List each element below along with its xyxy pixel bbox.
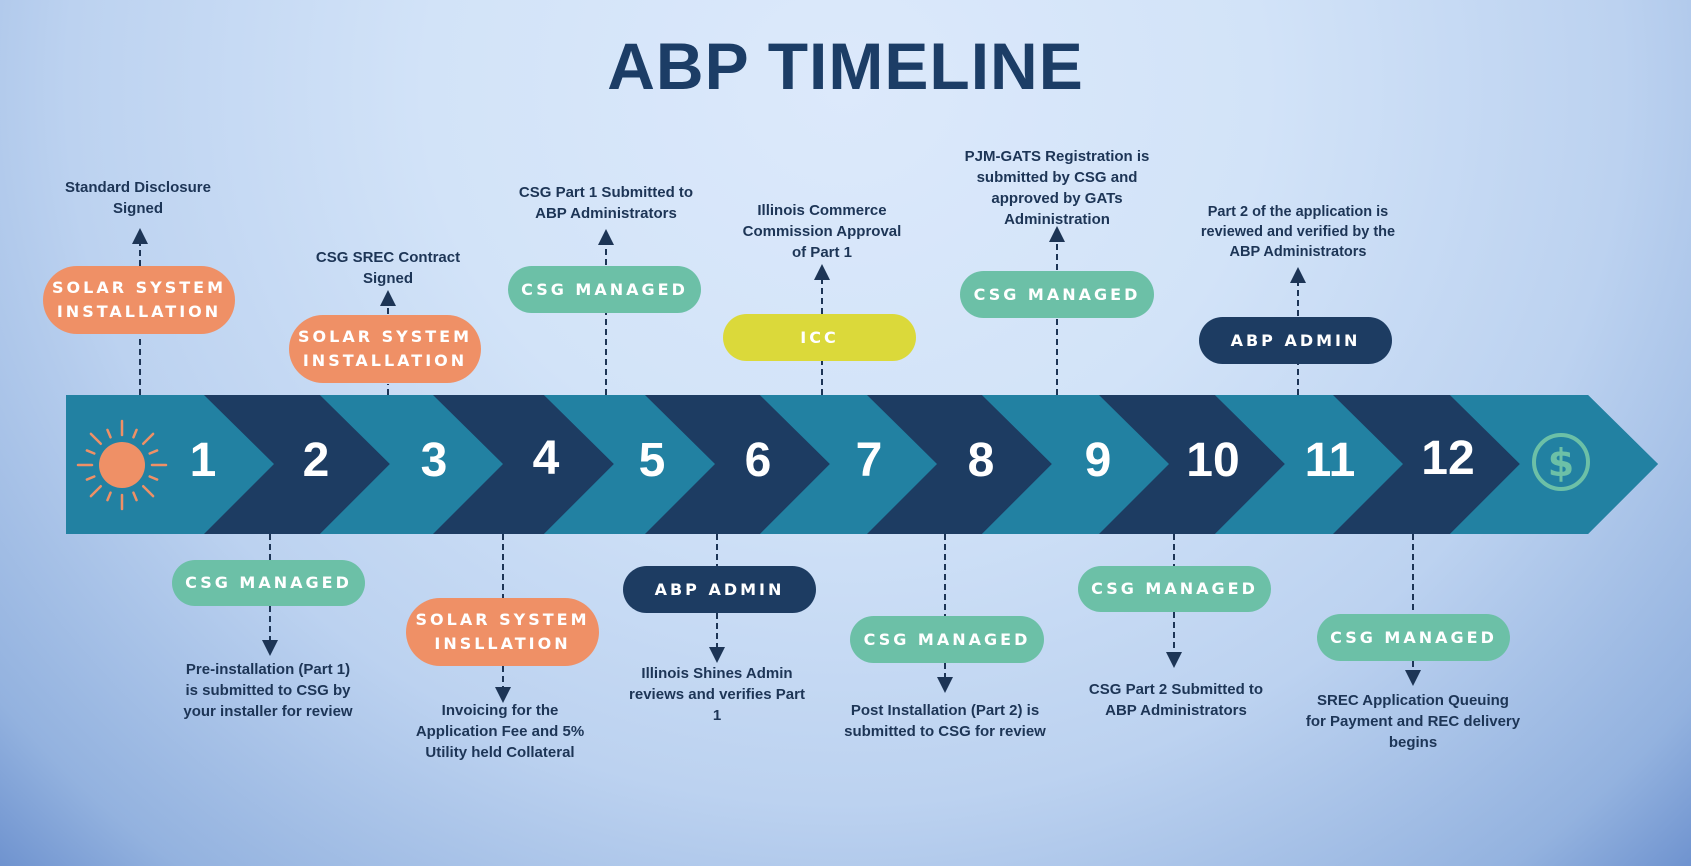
chevron-step-8 (867, 395, 1052, 534)
milestone-2-description: Pre-installation (Part 1) is submitted t… (183, 661, 353, 720)
sun-ray (132, 491, 138, 502)
sun-ray (141, 432, 155, 446)
milestone-6-tag: ABP ADMIN (623, 566, 816, 613)
milestone-6-description: Illinois Shines Admin reviews and verifi… (629, 665, 805, 724)
chevron-end (1450, 395, 1658, 534)
chevron-step-5 (544, 395, 715, 534)
milestone-12-tag: CSG MANAGED (1317, 614, 1510, 661)
step-number-8: 8 (967, 434, 995, 487)
sun-ray (89, 432, 103, 446)
milestone-1-tag: SOLAR SYSTEM INSTALLATION (43, 266, 235, 334)
chevron-step-6 (645, 395, 830, 534)
milestone-10-description: CSG Part 2 Submitted to ABP Administrato… (1088, 681, 1264, 719)
step-number-3: 3 (420, 434, 448, 487)
milestone-8-tag: CSG MANAGED (850, 616, 1044, 663)
milestone-5-description: CSG Part 1 Submitted to ABP Administrato… (518, 184, 694, 222)
step-number-2: 2 (302, 434, 330, 487)
step-number-9: 9 (1084, 434, 1112, 487)
sun-ray (106, 428, 112, 439)
chevron-step-3 (320, 395, 503, 534)
dollar-coin-icon: $ (1532, 433, 1590, 491)
step-number-1: 1 (189, 434, 217, 487)
milestone-7-description: Illinois Commerce Commission Approval of… (742, 202, 902, 261)
chevron-step-1 (66, 395, 274, 534)
milestone-10-tag: CSG MANAGED (1078, 566, 1271, 612)
milestone-9-tag: CSG MANAGED (960, 271, 1154, 318)
milestone-12-description: SREC Application Queuing for Payment and… (1305, 692, 1521, 751)
step-number-12: 12 (1421, 432, 1475, 485)
page-title: ABP TIMELINE (607, 29, 1084, 103)
sun-ray (85, 449, 96, 455)
milestone-3-description: CSG SREC Contract Signed (315, 249, 461, 287)
milestone-4-tag: SOLAR SYSTEM INSLLATION (406, 598, 599, 666)
step-number-10: 10 (1186, 434, 1240, 487)
milestone-11-description: Part 2 of the application is reviewed an… (1200, 204, 1396, 260)
sun-ray (89, 484, 103, 498)
sun-ray (148, 449, 159, 455)
milestone-2-tag: CSG MANAGED (172, 560, 365, 606)
step-number-4: 4 (532, 432, 560, 485)
step-number-6: 6 (744, 434, 772, 487)
milestone-5-tag: CSG MANAGED (508, 266, 701, 313)
chevron-step-9 (982, 395, 1169, 534)
sun-ray (141, 484, 155, 498)
milestone-9-description: PJM-GATS Registration is submitted by CS… (964, 148, 1150, 228)
sun-ray (106, 491, 112, 502)
step-number-11: 11 (1304, 434, 1356, 487)
sun-ray (132, 428, 138, 439)
dollar-glyph: $ (1548, 441, 1574, 485)
chevron-step-10 (1099, 395, 1285, 534)
chevron-step-11 (1215, 395, 1403, 534)
step-number-5: 5 (638, 434, 666, 487)
milestone-1-description: Standard Disclosure Signed (65, 179, 211, 217)
sun-ray (85, 475, 96, 481)
chevron-step-2 (204, 395, 390, 534)
milestone-7-tag: ICC (723, 314, 916, 361)
chevron-step-7 (760, 395, 937, 534)
sun-icon (76, 419, 168, 511)
sun-ray (148, 475, 159, 481)
milestone-11-tag: ABP ADMIN (1199, 317, 1392, 364)
milestone-4-description: Invoicing for the Application Fee and 5%… (415, 702, 585, 761)
sun-disc (99, 442, 145, 488)
chevron-step-12 (1333, 395, 1520, 534)
step-number-7: 7 (855, 434, 883, 487)
milestone-8-description: Post Installation (Part 2) is submitted … (844, 702, 1046, 740)
chevron-step-4 (433, 395, 614, 534)
milestone-3-tag: SOLAR SYSTEM INSTALLATION (289, 315, 481, 383)
